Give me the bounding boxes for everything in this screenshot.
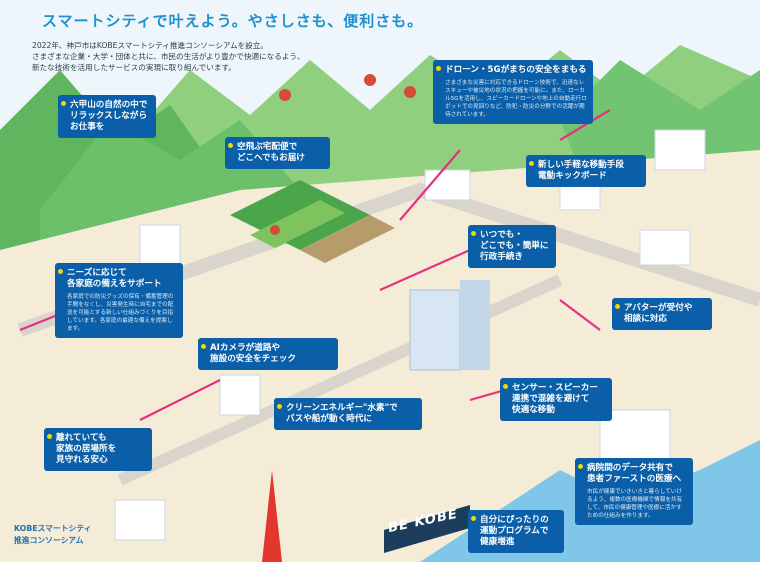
callout-title: 新しい手軽な移動手段 電動キックボード	[538, 160, 624, 181]
bullet-dot	[201, 344, 206, 349]
callout-title: 空飛ぶ宅配便で どこへでもお届け	[237, 142, 305, 163]
intro-line: 新たな技術を活用したサービスの実現に取り組んでいます。	[32, 63, 236, 72]
callout-title: ドローン・5Gがまちの安全をまもる	[445, 65, 587, 75]
callout-household-needs: ニーズに応じて 各家庭の備えをサポート 各家庭での防災グッズの保有・備蓄管理の手…	[55, 263, 183, 338]
callout-title: 病院間のデータ共有で 患者ファーストの医療へ	[587, 463, 682, 484]
intro-line: さまざまな企業・大学・団体と共に、市民の生活がより豊かで快適になるよう、	[32, 52, 305, 61]
bullet-dot	[471, 516, 476, 521]
page-title: スマートシティで叶えよう。やさしさも、便利さも。	[42, 12, 424, 30]
drone-icon	[270, 74, 416, 235]
callout-medical-data: 病院間のデータ共有で 患者ファーストの医療へ 市民が健康でいきいきと暮らしていけ…	[575, 458, 693, 525]
bullet-dot	[578, 464, 583, 469]
callout-hydrogen: クリーンエネルギー"水素"で バスや船が動く時代に	[274, 398, 422, 430]
bullet-dot	[503, 384, 508, 389]
callout-title: アバターが受付や 相談に対応	[624, 303, 693, 324]
bullet-dot	[58, 269, 63, 274]
callout-drone-delivery: 空飛ぶ宅配便で どこへでもお届け	[225, 137, 330, 169]
callout-online-government: いつでも・ どこでも・簡単に 行政手続き	[468, 225, 556, 268]
callout-text: さまざまな災害に対応できるドローン技術で、迅速なレスキューや被災地の状況の把握を…	[445, 80, 587, 118]
footer-logo-text: KOBEスマートシティ 推進コンソーシアム	[14, 523, 91, 547]
farm-fields	[230, 180, 395, 263]
callout-title: クリーンエネルギー"水素"で バスや船が動く時代に	[286, 403, 398, 424]
bullet-dot	[529, 161, 534, 166]
callout-avatar-reception: アバターが受付や 相談に対応	[612, 298, 712, 330]
callout-drone-5g: ドローン・5Gがまちの安全をまもる さまざまな災害に対応できるドローン技術で、迅…	[433, 60, 593, 124]
bullet-dot	[61, 101, 66, 106]
callout-family-watch: 離れていても 家族の居場所を 見守れる安心	[44, 428, 152, 471]
callout-exercise-program: 自分にぴったりの 運動プログラムで 健康増進	[468, 510, 564, 553]
bullet-dot	[228, 143, 233, 148]
callout-ai-camera: AIカメラが道路や 施設の安全をチェック	[198, 338, 338, 370]
be-kobe-sign-plate	[384, 505, 470, 553]
callout-title: 六甲山の自然の中で リラックスしながら お仕事を	[70, 100, 148, 132]
footer-line: KOBEスマートシティ	[14, 524, 92, 533]
callout-sensor-speaker: センサー・スピーカー 連携で混雑を避けて 快適な移動	[500, 378, 612, 421]
callout-title: 離れていても 家族の居場所を 見守れる安心	[56, 433, 117, 465]
callout-text: 各家庭での防災グッズの保有・備蓄管理の手間をなくし、災害発生時に自宅までの配送を…	[67, 294, 174, 332]
callout-kickboard: 新しい手軽な移動手段 電動キックボード	[526, 155, 646, 187]
bullet-dot	[277, 404, 282, 409]
right-mountain	[560, 60, 760, 170]
buildings	[114, 129, 706, 541]
footer-line: 推進コンソーシアム	[14, 536, 84, 545]
bullet-dot	[615, 304, 620, 309]
callout-rokko-telework: 六甲山の自然の中で リラックスしながら お仕事を	[58, 95, 156, 138]
callout-title: いつでも・ どこでも・簡単に 行政手続き	[480, 230, 549, 262]
callout-title: AIカメラが道路や 施設の安全をチェック	[210, 343, 296, 364]
port-tower	[262, 470, 282, 562]
bullet-dot	[471, 231, 476, 236]
intro-text: 2022年、神戸市はKOBEスマートシティ推進コンソーシアムを設立。 さまざまな…	[32, 40, 332, 73]
callout-title: 自分にぴったりの 運動プログラムで 健康増進	[480, 515, 549, 547]
callout-title: センサー・スピーカー 連携で混雑を避けて 快適な移動	[512, 383, 598, 415]
intro-line: 2022年、神戸市はKOBEスマートシティ推進コンソーシアムを設立。	[32, 41, 268, 50]
callout-title: ニーズに応じて 各家庭の備えをサポート	[67, 268, 162, 289]
bullet-dot	[436, 66, 441, 71]
callout-text: 市民が健康でいきいきと暮らしていけるよう、複数の医療機関で情報を共有して、市民の…	[587, 489, 683, 519]
bullet-dot	[47, 434, 52, 439]
